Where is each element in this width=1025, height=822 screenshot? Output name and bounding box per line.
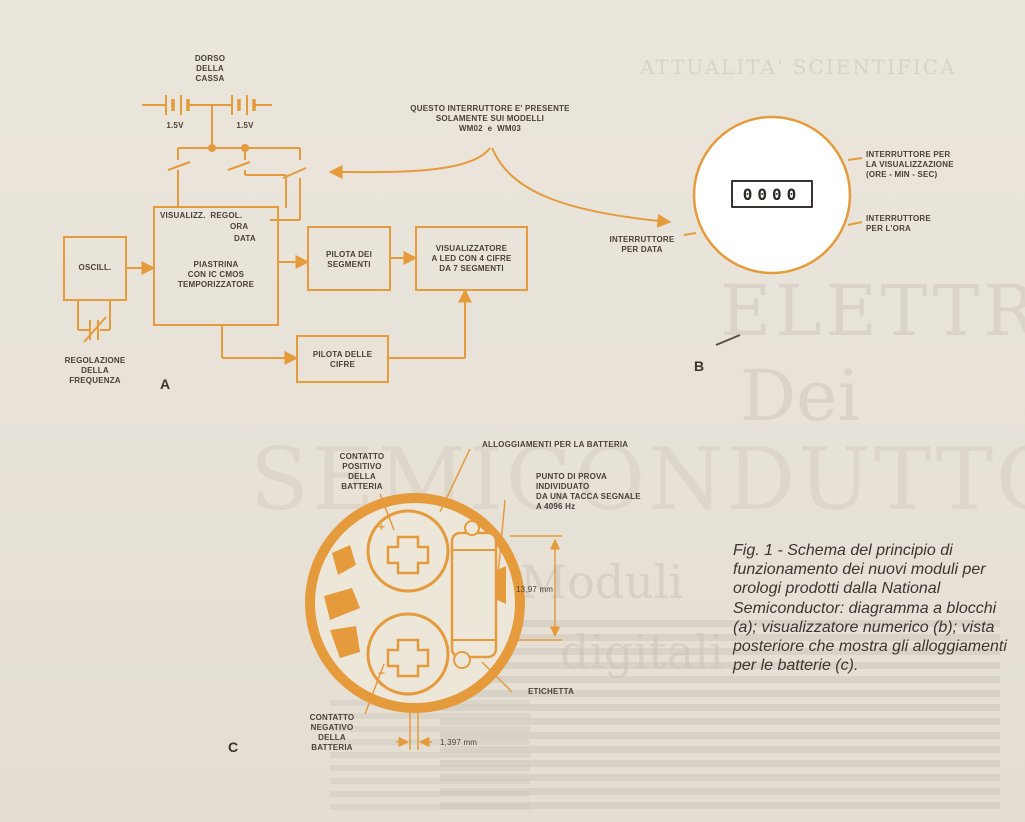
chip-data-label: DATA <box>234 234 256 243</box>
figure-caption: Fig. 1 - Schema del principio di funzion… <box>733 542 1007 675</box>
battery-symbol-2 <box>212 95 272 115</box>
minus-sign: − <box>378 666 386 680</box>
chip-top-label: VISUALIZZ. REGOL. <box>160 211 243 220</box>
switch-note: QUESTO INTERRUTTORE E' PRESENTE SOLAMENT… <box>410 104 570 133</box>
switch-data <box>270 148 307 221</box>
display-switch-label: INTERRUTTORE PER LA VISUALIZZAZIONE (ORE… <box>866 150 954 179</box>
chip-ora-label: ORA <box>230 222 249 231</box>
dimension-height-label: 13,97 mm <box>516 585 554 594</box>
panel-label-c: C <box>228 739 239 755</box>
diagram-a <box>63 95 672 383</box>
ghost-heading-4: Moduli <box>520 555 684 609</box>
battery-1-voltage: 1.5V <box>166 121 184 130</box>
display-label: VISUALIZZATORE A LED CON 4 CIFRE DA 7 SE… <box>431 244 512 273</box>
ghost-heading-1: ELETTRONICA <box>720 270 1025 352</box>
test-point-label: PUNTO DI PROVA INDIVIDUATO DA UNA TACCA … <box>536 472 641 511</box>
plus-sign: + <box>378 520 386 534</box>
switch-regol <box>227 148 287 208</box>
chip-main-label: PIASTRINA CON IC CMOS TEMPORIZZATORE <box>177 260 255 289</box>
switch-visualizz <box>167 148 191 208</box>
led-digits-display: 0000 <box>731 180 813 208</box>
ghost-heading-5: digitali <box>560 625 724 679</box>
battery-symbol-1 <box>142 95 212 115</box>
date-switch-label: INTERRUTTORE PER DATA <box>609 235 675 254</box>
battery-2-voltage: 1.5V <box>236 121 254 130</box>
digit-driver-label: PILOTA DELLE CIFRE <box>312 350 373 369</box>
ghost-body-text <box>440 620 1000 810</box>
dimension-gap-label: 1,397 mm <box>440 738 478 747</box>
ghost-body-text-2 <box>330 700 530 810</box>
diagram-c <box>305 448 562 750</box>
hour-switch-label: INTERRUTTORE PER L'ORA <box>866 214 931 233</box>
oscillator-label: OSCILL. <box>78 263 112 272</box>
ghost-heading-2: Dei <box>740 355 860 437</box>
battery-housing-label: ALLOGGIAMENTI PER LA BATTERIA <box>482 440 629 449</box>
case-back-label: DORSO DELLA CASSA <box>194 54 226 83</box>
panel-label-b: B <box>694 358 705 374</box>
positive-contact-label: CONTATTO POSITIVO DELLA BATTERIA <box>339 452 385 491</box>
negative-contact-label: CONTATTO NEGATIVO DELLA BATTERIA <box>309 713 355 752</box>
pointer-mark-b <box>715 334 741 346</box>
label-sticker-label: ETICHETTA <box>528 687 575 696</box>
freq-adjust-label: REGOLAZIONE DELLA FREQUENZA <box>64 356 126 385</box>
panel-label-a: A <box>160 376 171 392</box>
ghost-heading-top: ATTUALITA' SCIENTIFICA <box>640 55 957 79</box>
segment-driver-label: PILOTA DEI SEGMENTI <box>326 250 372 269</box>
